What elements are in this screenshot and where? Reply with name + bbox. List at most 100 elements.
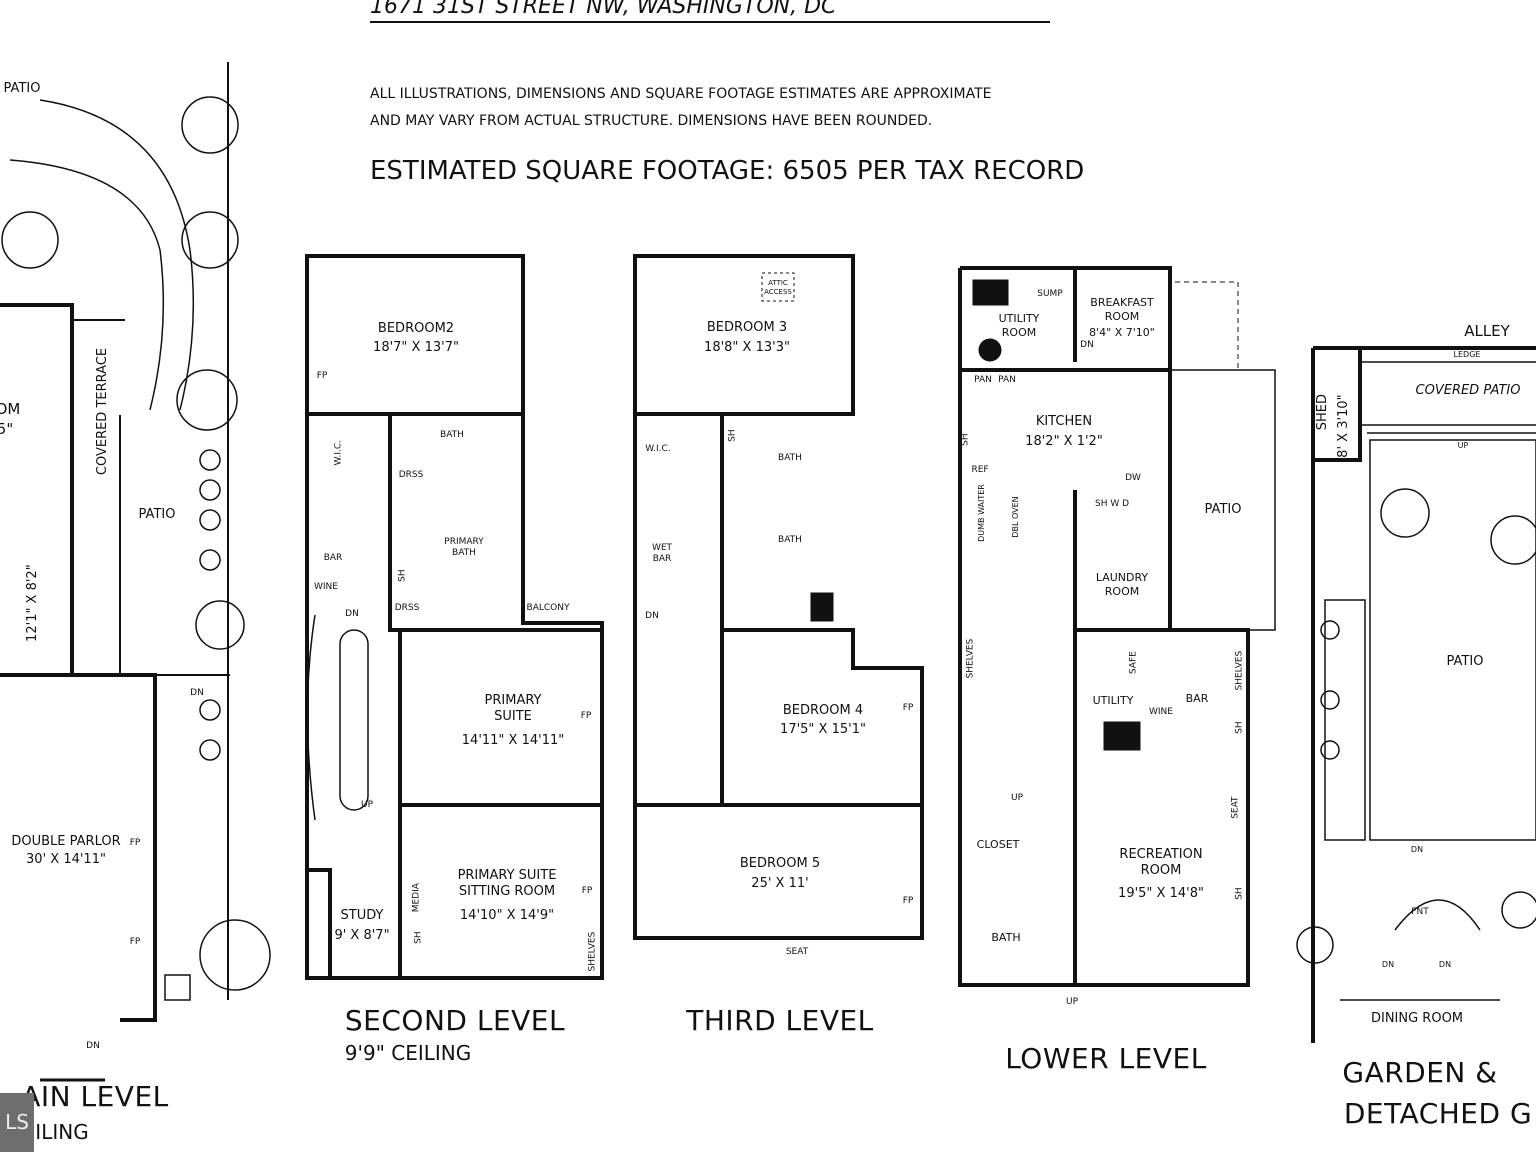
main-level-ceiling: ILING [35,1120,89,1144]
square-footage: ESTIMATED SQUARE FOOTAGE: 6505 PER TAX R… [370,156,1085,186]
lower-level-walls [958,266,1250,987]
lower-wine: WINE [1149,707,1173,717]
property-address: 1671 31ST STREET NW, WASHINGTON, DC [370,0,1050,23]
main-dn-2: DN [86,1041,100,1051]
pan-2: PAN [998,375,1016,385]
second-shelves: SHELVES [587,931,598,972]
bedroom4-dim: 17'5" X 15'1" [780,722,866,737]
bed2-fp: FP [316,371,328,381]
main-room-partial: OM [0,400,21,418]
sitting-room: PRIMARY SUITE SITTING ROOM [457,868,557,900]
garden-title-line-2: DETACHED G [1343,1097,1533,1130]
second-bar: BAR [323,553,343,563]
second-drss-2: DRSS [394,603,420,613]
sump: SUMP [1037,289,1063,299]
garden-dn: DN [1410,845,1424,854]
porch-dim: 12'1" X 8'2" [24,564,40,642]
closet: CLOSET [976,838,1020,851]
shed: SHED [1314,393,1330,431]
garden-title-line-1: GARDEN & [1342,1056,1498,1089]
lower-up-2: UP [1065,997,1079,1007]
lower-seat: SEAT [1230,796,1241,819]
second-level-stair [306,614,369,821]
third-fp-5: FP [902,896,914,906]
second-dn: DN [345,609,359,619]
lower-patio: PATIO [1204,502,1242,517]
watermark-badge: LS [0,1093,34,1152]
covered-patio: COVERED PATIO [1415,383,1521,398]
second-sh: SH [397,569,408,582]
third-bath-2: BATH [778,535,802,545]
double-parlor: DOUBLE PARLOR [11,834,121,849]
garden-dn-1: DN [1381,960,1395,969]
primary-suite-dim: 14'11" X 14'11" [461,733,565,748]
main-level-garden-sketch [1,96,271,1001]
bedroom5: BEDROOM 5 [739,856,821,871]
third-level-walls [633,254,924,940]
lower-shelves: SHELVES [965,638,976,679]
disclaimer-line-2: AND MAY VARY FROM ACTUAL STRUCTURE. DIME… [370,113,933,129]
second-sh-2: SH [413,931,424,944]
suite-fp: FP [580,711,592,721]
main-fp-1: FP [129,838,141,848]
garden-up: UP [1457,441,1469,450]
primary-suite: PRIMARY SUITE [484,693,542,725]
recreation-room: RECREATION ROOM [1119,847,1203,879]
lower-shelves-2: SHELVES [1234,650,1245,691]
main-patio: PATIO [138,507,176,522]
second-bath: BATH [440,430,464,440]
main-fp-2: FP [129,937,141,947]
dumb-waiter: DUMB WAITER [977,484,986,542]
second-drss-1: DRSS [398,470,424,480]
lower-up: UP [1010,793,1024,803]
primary-bath: PRIMARY BATH [444,537,484,559]
attic-access: ATTIC ACCESS [764,279,792,296]
lower-dn: DN [1080,340,1094,350]
garden-paving [1296,361,1536,1001]
sitting-room-dim: 14'10" X 14'9" [459,908,555,923]
third-seat: SEAT [785,947,809,957]
third-wic: W.I.C. [645,444,671,454]
lower-level-title: LOWER LEVEL [1005,1042,1207,1075]
third-bath-1: BATH [778,453,802,463]
double-parlor-dim: 30' X 14'11" [26,852,106,867]
third-dn: DN [645,611,659,621]
garden-patio: PATIO [1446,654,1484,671]
ref: REF [971,465,989,475]
main-level-title: AIN LEVEL [21,1080,169,1113]
dw: DW [1125,473,1141,483]
second-wic: W.I.C. [333,439,344,466]
covered-terrace: COVERED TERRACE [94,347,110,476]
kitchen-dim: 18'2" X 1'2" [1025,434,1103,449]
lower-bath: BATH [991,931,1021,944]
study-dim: 9' X 8'7" [334,928,390,943]
bedroom4: BEDROOM 4 [782,703,864,718]
dbl-oven: DBL OVEN [1011,496,1020,538]
lower-sh-3: SH [1234,887,1245,900]
study: STUDY [340,908,384,923]
second-level-walls [305,254,604,980]
garden-dn-2: DN [1438,960,1452,969]
bedroom2: BEDROOM2 [377,321,455,336]
laundry-room: LAUNDRY ROOM [1095,571,1149,598]
utility-room: UTILITY ROOM [998,312,1040,339]
lower-patio-outline [1170,369,1276,631]
ledge: LEDGE [1453,350,1481,359]
breakfast-room: BREAKFAST ROOM [1090,296,1154,323]
dining-room: DINING ROOM [1370,1011,1464,1026]
bedroom5-dim: 25' X 11' [751,876,809,891]
second-up: UP [360,800,374,810]
bedroom3: BEDROOM 3 [706,320,788,335]
alley: ALLEY [1464,322,1510,340]
second-level-ceiling: 9'9" CEILING [344,1041,472,1065]
bedroom2-dim: 18'7" X 13'7" [373,340,459,355]
kitchen: KITCHEN [1035,414,1093,429]
main-patio-top: PATIO [3,81,41,96]
disclaimer-line-1: ALL ILLUSTRATIONS, DIMENSIONS AND SQUARE… [370,86,992,102]
sh-w-d: SH W D [1094,499,1130,509]
shed-dim: 8' X 3'10" [1335,394,1351,458]
third-sh: SH [727,429,738,442]
breakfast-dim: 8'4" X 7'10" [1089,326,1155,339]
third-level-title: THIRD LEVEL [686,1004,874,1037]
